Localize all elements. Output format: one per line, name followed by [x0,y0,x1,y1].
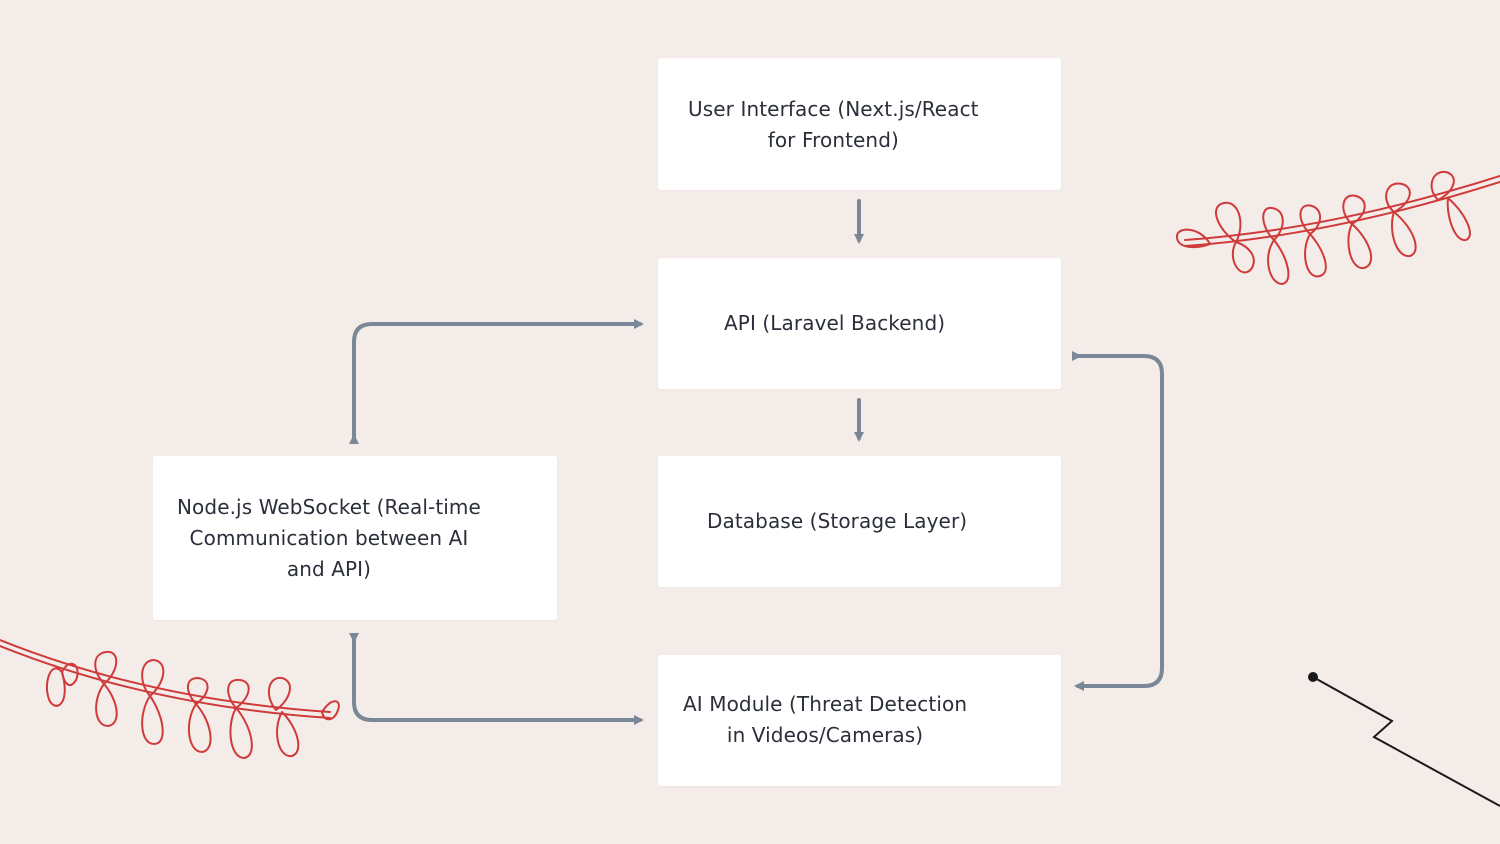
database-label: Database (Storage Layer) [707,509,968,533]
connectors [349,199,1164,725]
arrow-websocket-ai [349,633,644,725]
database-node: Database (Storage Layer) [658,456,1061,587]
api-node: API (Laravel Backend) [658,258,1061,389]
arrow-api-websocket [349,319,644,444]
websocket-node: Node.js WebSocket (Real-time Communicati… [153,456,557,620]
user-interface-node: User Interface (Next.js/React for Fronte… [658,58,1061,190]
zigzag-decor-line [1308,672,1500,807]
user-interface-label: User Interface (Next.js/React for Fronte… [688,97,979,152]
api-label: API (Laravel Backend) [724,311,946,335]
ai-module-label: AI Module (Threat Detection in Videos/Ca… [683,692,968,747]
arrow-ai-api [1072,351,1164,691]
vine-ornament-bottom-left [0,639,340,759]
ai-module-node: AI Module (Threat Detection in Videos/Ca… [658,655,1061,786]
websocket-label: Node.js WebSocket (Real-time Communicati… [177,495,481,581]
vine-ornament-top-right [1176,170,1500,285]
